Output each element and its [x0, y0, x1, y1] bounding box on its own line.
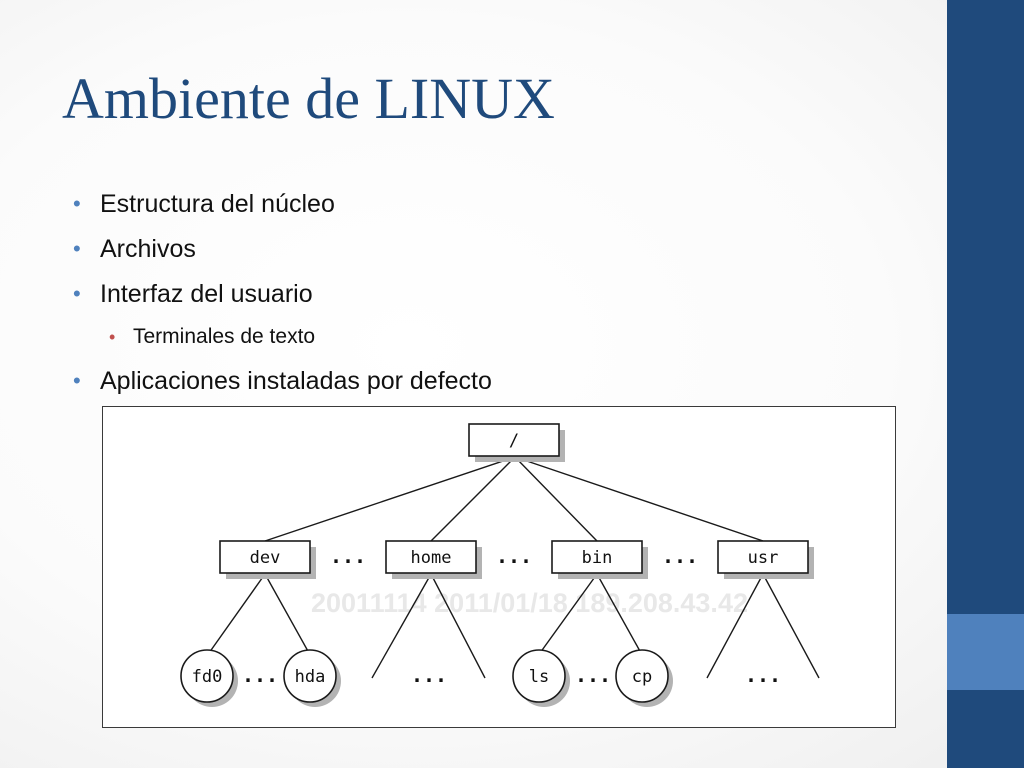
sub-bullet-dot-icon: •	[109, 327, 116, 347]
ellipsis-ls-cp: ...	[575, 663, 611, 687]
edge-home-left	[371, 573, 432, 679]
node-hda	[283, 649, 337, 703]
bullet-item: • Interfaz del usuario	[73, 279, 313, 309]
bullet-text: Estructura del núcleo	[100, 190, 335, 218]
filesystem-tree-diagram: 20011114 2011/01/18 189.208.43.42 / dev …	[102, 406, 896, 728]
bullet-text: Aplicaciones instaladas por defecto	[100, 367, 492, 395]
node-home	[385, 540, 477, 574]
bullet-item: • Aplicaciones instaladas por defecto	[73, 366, 492, 396]
ellipsis-usr-children: ...	[745, 663, 781, 687]
edge-bin-cp	[596, 573, 642, 654]
edge-usr-left	[706, 573, 764, 679]
node-root	[468, 423, 560, 457]
ellipsis-home-bin: ...	[496, 544, 532, 568]
sub-bullet-item: • Terminales de texto	[109, 324, 316, 350]
node-fd0	[180, 649, 234, 703]
node-root-label: /	[509, 431, 519, 451]
edge-bin-ls	[539, 573, 598, 654]
bullet-item: • Archivos	[73, 234, 196, 264]
bullet-item: • Estructura del núcleo	[73, 189, 335, 219]
node-hda-label: hda	[295, 667, 326, 687]
edge-root-home	[430, 456, 516, 542]
watermark-text: 20011114 2011/01/18 189.208.43.42	[311, 588, 748, 618]
ellipsis-fd0-hda: ...	[242, 663, 278, 687]
bullet-text: Interfaz del usuario	[100, 280, 313, 308]
side-accent-block	[947, 614, 1024, 690]
ellipsis-bin-usr: ...	[662, 544, 698, 568]
ellipsis-dev-home: ...	[330, 544, 366, 568]
bullet-dot-icon: •	[73, 236, 81, 261]
node-fd0-label: fd0	[192, 667, 223, 687]
edge-root-bin	[514, 456, 598, 542]
edge-home-right	[430, 573, 486, 679]
node-bin	[551, 540, 643, 574]
node-dev	[219, 540, 311, 574]
bullet-dot-icon: •	[73, 191, 81, 216]
bullet-dot-icon: •	[73, 281, 81, 306]
edge-root-usr	[514, 456, 764, 542]
node-cp	[615, 649, 669, 703]
node-dev-label: dev	[250, 548, 281, 568]
node-ls	[512, 649, 566, 703]
slide-title: Ambiente de LINUX	[62, 66, 555, 131]
bullet-dot-icon: •	[73, 368, 81, 393]
node-home-label: home	[411, 548, 452, 568]
edge-usr-right	[762, 573, 820, 679]
node-bin-label: bin	[582, 548, 613, 568]
node-usr	[717, 540, 809, 574]
ellipsis-home-children: ...	[411, 663, 447, 687]
edge-root-dev	[264, 456, 516, 542]
tree-svg: 20011114 2011/01/18 189.208.43.42 / dev …	[180, 423, 820, 707]
bullet-text: Archivos	[100, 235, 196, 263]
sub-bullet-text: Terminales de texto	[133, 325, 316, 348]
edge-dev-fd0	[208, 573, 266, 654]
node-usr-label: usr	[748, 548, 779, 568]
node-ls-label: ls	[529, 667, 549, 687]
node-cp-label: cp	[632, 667, 652, 687]
edge-dev-hda	[264, 573, 310, 654]
